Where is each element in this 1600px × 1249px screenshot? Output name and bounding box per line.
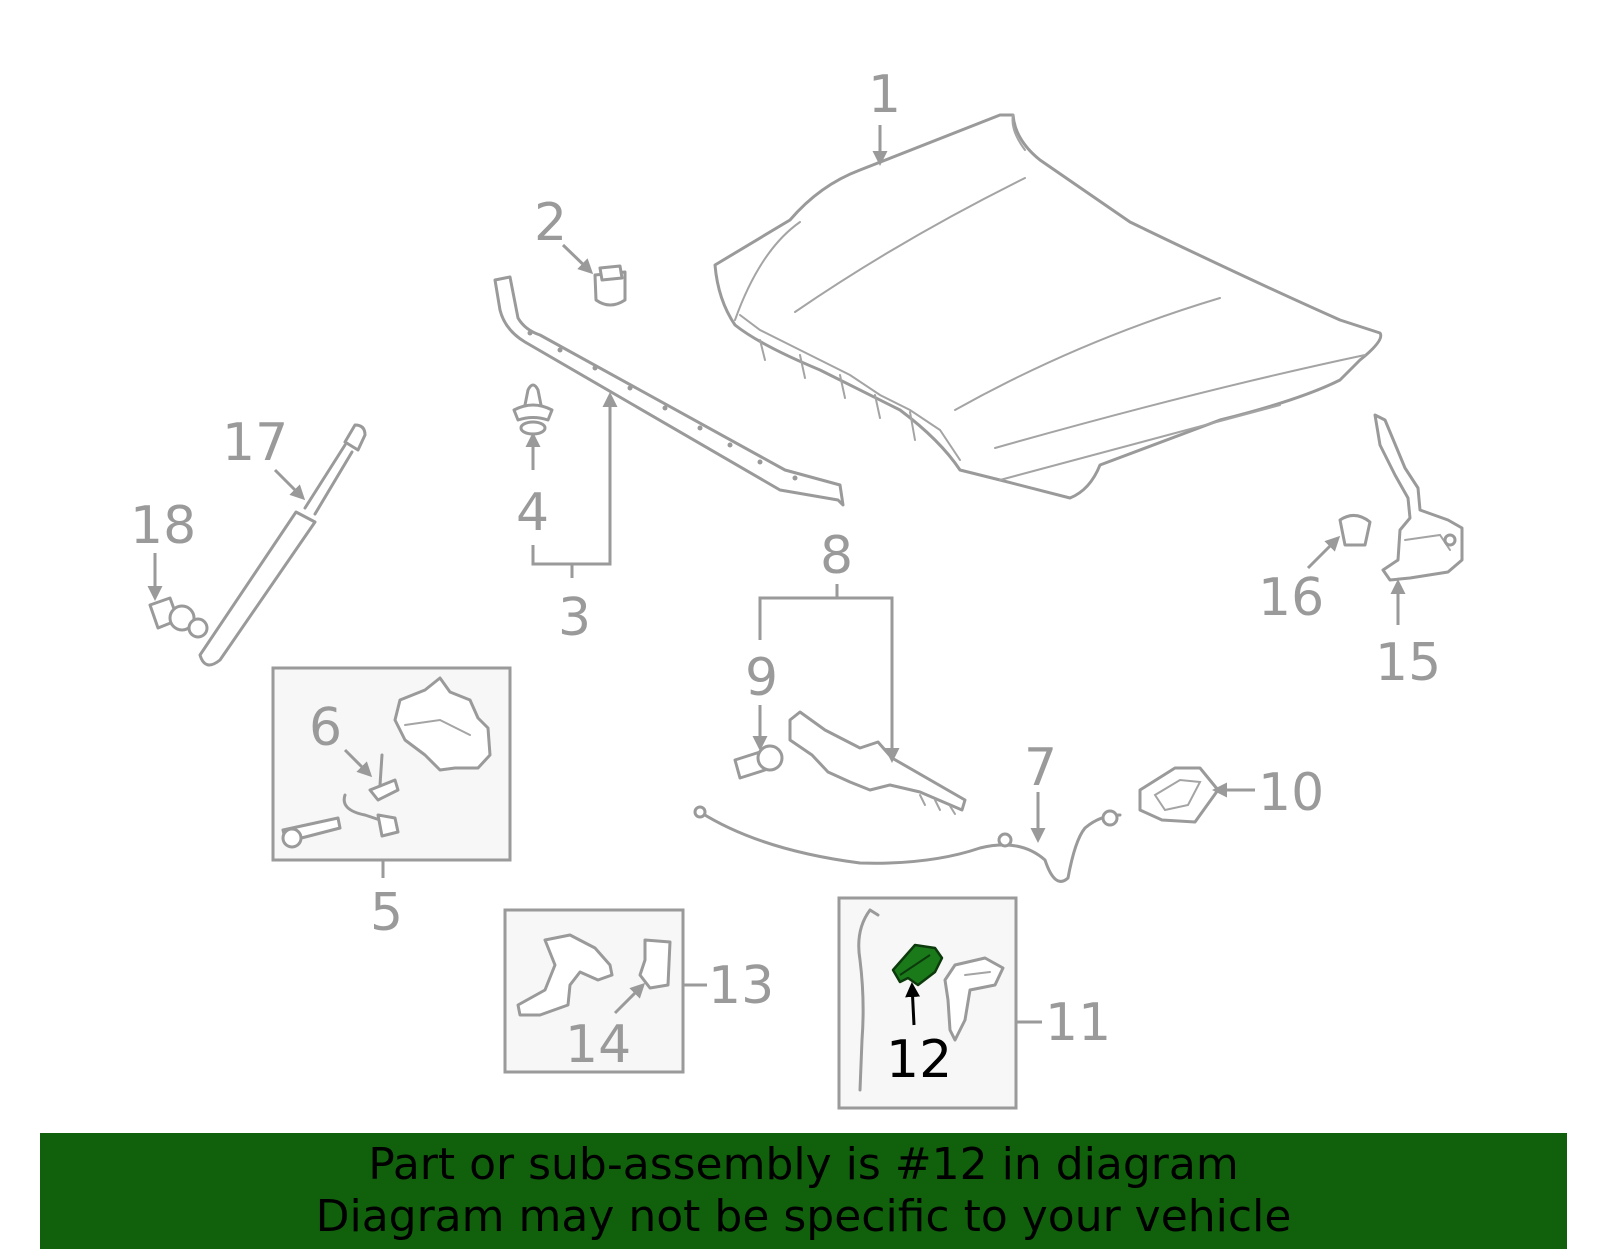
cable-part-7	[693, 805, 1122, 883]
hinge-part-15	[1373, 413, 1464, 582]
seal-part-3	[493, 275, 845, 507]
callout-8: 8	[820, 526, 853, 586]
callout-18: 18	[130, 496, 196, 556]
callout-3: 3	[558, 588, 591, 648]
callout-1: 1	[868, 65, 901, 125]
callout-16: 16	[1258, 568, 1324, 628]
callout-9: 9	[745, 648, 778, 708]
info-banner: Part or sub-assembly is #12 in diagram D…	[40, 1133, 1567, 1249]
cushion-part-2	[593, 264, 627, 307]
latch-box-part-5	[271, 666, 512, 862]
parts-diagram: 1 2 3 4 5 6 7 8 9 10 11 12 13 14 15 16 1…	[130, 65, 1464, 1110]
callout-4: 4	[516, 483, 549, 543]
callout-7: 7	[1024, 738, 1057, 798]
bracket-part-12-highlighted	[891, 943, 944, 987]
cushion-part-16	[1338, 514, 1372, 547]
clip-part-4	[512, 383, 554, 436]
callout-10: 10	[1258, 763, 1324, 823]
bolt-part-18	[148, 596, 209, 639]
callout-14: 14	[565, 1015, 631, 1075]
hood-part-1	[713, 113, 1383, 500]
callout-5: 5	[370, 883, 403, 943]
handle-part-10	[1138, 766, 1220, 824]
latch-box-part-11	[837, 896, 1018, 1110]
support-part-8	[788, 710, 967, 815]
callout-11: 11	[1045, 993, 1111, 1053]
strut-part-17	[198, 423, 367, 667]
hinge-box-part-13	[503, 908, 685, 1074]
callout-12: 12	[886, 1030, 952, 1090]
callout-17: 17	[222, 413, 288, 473]
bolt-part-9	[733, 744, 784, 780]
banner-line-2: Diagram may not be specific to your vehi…	[315, 1191, 1292, 1242]
banner-line-1: Part or sub-assembly is #12 in diagram	[368, 1139, 1239, 1190]
callout-2: 2	[534, 193, 567, 253]
callout-15: 15	[1375, 633, 1441, 693]
callout-6: 6	[309, 698, 342, 758]
callout-13: 13	[708, 956, 774, 1016]
